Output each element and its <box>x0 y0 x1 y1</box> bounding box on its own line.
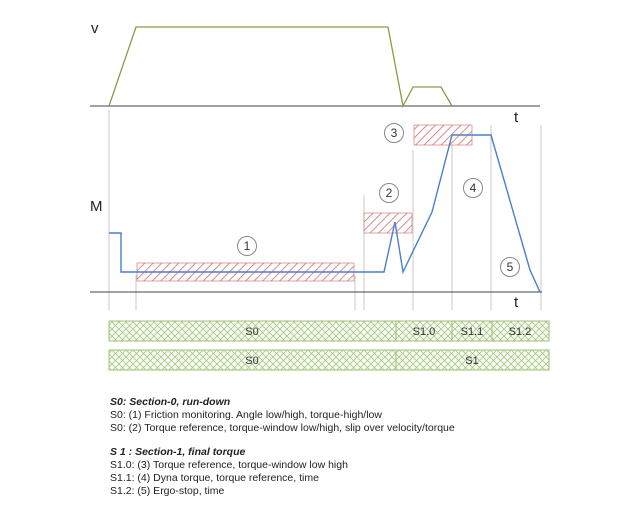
velocity-axis-label: v <box>91 20 99 37</box>
legend-s0-line-2: S0: (2) Torque reference, torque-window … <box>110 422 455 434</box>
torque-window-2 <box>363 212 413 234</box>
marker-1-label: 1 <box>244 239 251 253</box>
velocity-curve <box>108 26 453 108</box>
segment-s1-1-label: S1.1 <box>461 326 484 338</box>
marker-2: 2 <box>379 183 399 203</box>
marker-3-label: 3 <box>391 126 398 140</box>
segment-bar-summary: S0 S1 <box>108 349 550 371</box>
legend-s1-line-1: S1.0: (3) Torque reference, torque-windo… <box>110 459 348 471</box>
time-axis-label-bottom: t <box>514 294 519 311</box>
marker-4-label: 4 <box>470 181 477 195</box>
marker-2-label: 2 <box>386 186 393 200</box>
segment-s1-summary-label: S1 <box>465 355 478 367</box>
segment-s1-0-label: S1.0 <box>413 326 436 338</box>
segment-bar-detailed: S0 S1.0 S1.1 S1.2 <box>108 320 550 342</box>
segment-s0-label: S0 <box>245 326 258 338</box>
torque-curve <box>109 134 541 293</box>
torque-axis-label: M <box>90 198 103 215</box>
time-axis-label-top: t <box>514 109 519 126</box>
segment-s0-summary-label: S0 <box>245 355 258 367</box>
legend-s1-line-2: S1.1: (4) Dyna torque, torque reference,… <box>110 472 319 484</box>
legend-s0-line-1: S0: (1) Friction monitoring. Angle low/h… <box>110 409 382 421</box>
marker-5: 5 <box>500 257 520 277</box>
marker-3: 3 <box>384 123 404 143</box>
legend-s0-heading: S0: Section-0, run-down <box>110 396 231 408</box>
marker-1: 1 <box>237 236 257 256</box>
marker-4: 4 <box>463 178 483 198</box>
segment-s1-2-label: S1.2 <box>509 326 532 338</box>
legend: S0: Section-0, run-down S0: (1) Friction… <box>110 396 570 498</box>
legend-s1-heading: S 1 : Section-1, final torque <box>110 446 246 458</box>
legend-s1-line-3: S1.2: (5) Ergo-stop, time <box>110 485 225 497</box>
marker-5-label: 5 <box>507 260 514 274</box>
